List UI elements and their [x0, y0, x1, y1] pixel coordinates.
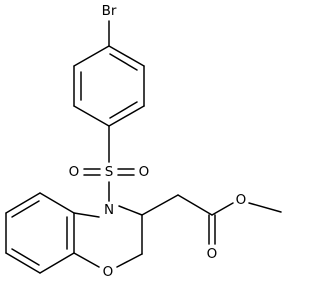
carbonyl-oxygen-label: O: [207, 246, 218, 262]
bond: [141, 194, 179, 216]
sulfonyl-oxygen-left-label: O: [69, 164, 80, 180]
bond: [73, 45, 110, 67]
ring-oxygen-label: O: [103, 264, 114, 280]
bond: [248, 202, 282, 213]
bromophenyl-ring: [73, 20, 145, 127]
bond: [108, 45, 145, 67]
chemical-structure: Br S O O N O O O: [5, 3, 282, 280]
bromine-atom-label: Br: [102, 3, 117, 19]
bond: [109, 101, 138, 119]
ester-side-chain: [141, 194, 282, 245]
bond: [73, 252, 100, 268]
bond: [73, 105, 110, 127]
nitrogen-atom-label: N: [104, 202, 114, 218]
benzoxazine-ring: [5, 192, 143, 274]
sulfur-atom-label: S: [105, 164, 114, 180]
bond: [5, 192, 41, 214]
bond: [39, 252, 75, 274]
bond: [211, 202, 234, 216]
bond: [5, 252, 41, 274]
bond: [108, 105, 145, 127]
sulfonyl-group: [83, 125, 135, 202]
bond: [109, 53, 138, 71]
bond: [116, 253, 143, 268]
bond: [39, 192, 75, 214]
bond: [177, 194, 213, 216]
bond: [11, 248, 40, 266]
bond: [11, 200, 40, 218]
sulfonyl-oxygen-right-label: O: [139, 164, 150, 180]
ester-oxygen-label: O: [236, 192, 247, 208]
bond: [73, 212, 100, 218]
bond: [118, 205, 143, 216]
